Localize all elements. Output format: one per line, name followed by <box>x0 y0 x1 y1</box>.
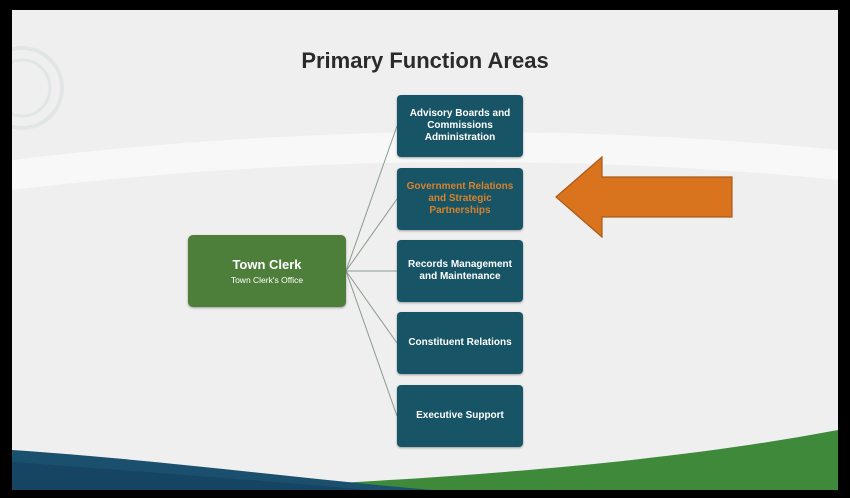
arrow-left-icon <box>555 155 733 239</box>
node-executive-support: Executive Support <box>397 385 523 447</box>
node-government-relations: Government Relations and Strategic Partn… <box>397 168 523 230</box>
node-constituent-relations: Constituent Relations <box>397 312 523 374</box>
logo-watermark-icon <box>12 46 64 130</box>
slide-background <box>12 46 838 490</box>
node-advisory-boards: Advisory Boards and Commissions Administ… <box>397 95 523 157</box>
town-clerk-title: Town Clerk <box>232 257 302 272</box>
town-clerk-subtitle: Town Clerk's Office <box>230 275 304 285</box>
connector-lines <box>345 125 398 417</box>
footer-green-swoosh <box>192 430 838 490</box>
slide: Primary Function Areas Town Clerk Town C… <box>12 10 838 490</box>
node-records-management: Records Management and Maintenance <box>397 240 523 302</box>
town-clerk-node: Town Clerk Town Clerk's Office <box>188 235 346 307</box>
slide-title: Primary Function Areas <box>301 48 549 73</box>
